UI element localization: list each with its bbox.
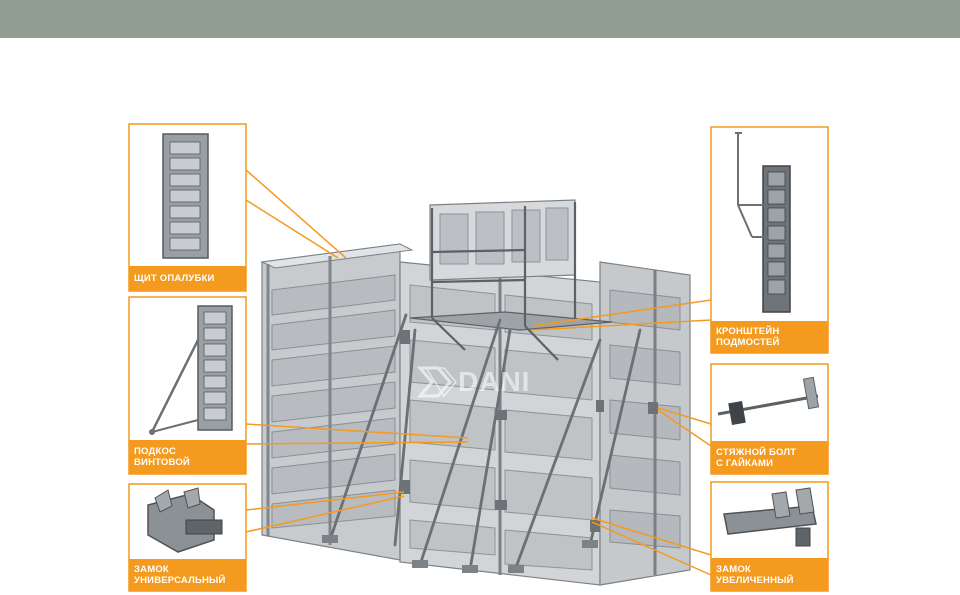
label-lock-enlarged: ЗАМОК УВЕЛИЧЕННЫЙ	[716, 564, 794, 586]
label-bracket: КРОНШТЕЙН ПОДМОСТЕЙ	[716, 326, 780, 348]
label-line: КРОНШТЕЙН	[716, 326, 780, 337]
label-line: ЩИТ ОПАЛУБКИ	[134, 273, 215, 284]
label-line: СТЯЖНОЙ БОЛТ	[716, 447, 797, 458]
label-line: ВИНТОВОЙ	[134, 457, 190, 468]
label-line: ЗАМОК	[134, 564, 169, 575]
label-lock-universal: ЗАМОК УНИВЕРСАЛЬНЫЙ	[134, 564, 226, 586]
label-line: УНИВЕРСАЛЬНЫЙ	[134, 575, 226, 586]
callout-panel	[128, 123, 247, 292]
formwork-panel-icon	[162, 133, 209, 259]
callout-bracket	[710, 126, 829, 354]
dani-logo-icon	[416, 366, 457, 398]
formwork-assembly	[260, 199, 691, 586]
label-prop: ПОДКОС ВИНТОВОЙ	[134, 446, 190, 468]
label-line: УВЕЛИЧЕННЫЙ	[716, 575, 794, 586]
callout-prop	[128, 296, 247, 475]
label-tie-bolt: СТЯЖНОЙ БОЛТ С ГАЙКАМИ	[716, 447, 796, 469]
universal-clamp-icon	[147, 487, 223, 553]
callout-lock-enlarged	[710, 481, 829, 592]
callout-tie-bolt	[710, 363, 829, 475]
label-line: С ГАЙКАМИ	[716, 458, 774, 469]
logo-text: DANI	[458, 366, 531, 397]
tie-rod-icon	[717, 376, 820, 426]
callout-lock-universal	[128, 483, 247, 592]
header-bar	[0, 0, 960, 38]
scaffold-bracket-icon	[735, 132, 791, 313]
label-line: ПОДКОС	[134, 446, 177, 457]
label-line: ПОДМОСТЕЙ	[716, 337, 780, 348]
label-panel: ЩИТ ОПАЛУБКИ	[134, 273, 215, 284]
screw-prop-icon	[149, 305, 233, 435]
label-line: ЗАМОК	[716, 564, 751, 575]
extended-clamp-icon	[723, 487, 817, 547]
